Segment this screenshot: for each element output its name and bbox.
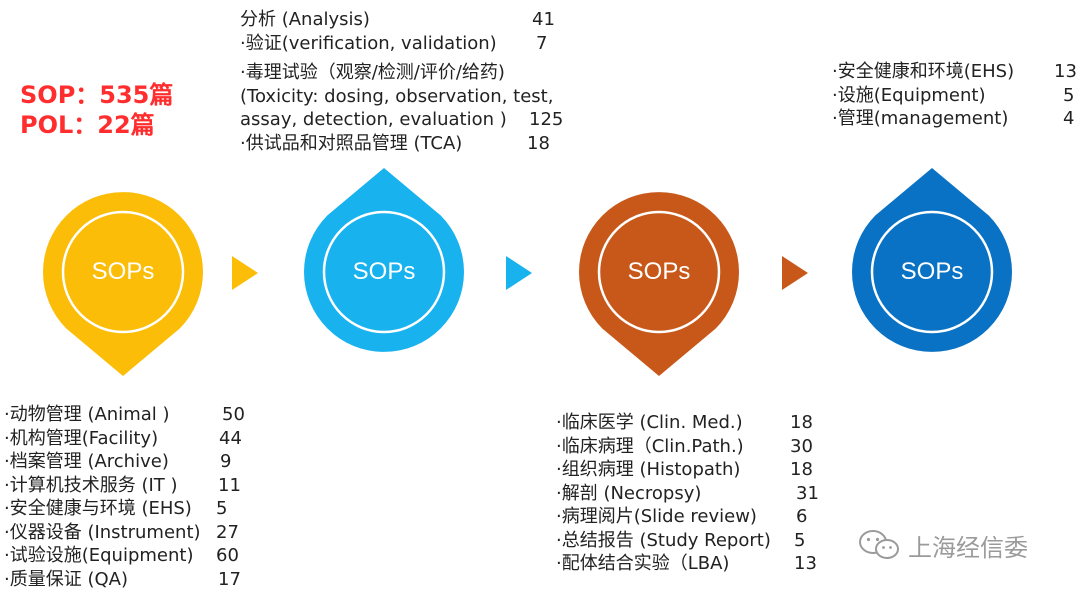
item-count: 31 (796, 482, 819, 504)
item-label: ·试验设施(Equipment) (4, 545, 194, 566)
list-item: ·安全健康和环境(EHS) 13 (832, 60, 1077, 84)
item-count: 6 (796, 506, 808, 527)
list-item: ·设施(Equipment) 5 (832, 84, 1074, 108)
bottom-list-facility: ·动物管理 (Animal ) 50 ·机构管理(Facility) 44 ·档案管… (4, 403, 245, 591)
item-label: assay, detection, evaluation ) (240, 109, 507, 130)
item-label: ·安全健康与环境 (EHS) (4, 498, 192, 519)
item-label: ·质量保证 (QA) (4, 568, 128, 590)
list-item: ·机构管理(Facility) 44 (4, 427, 242, 451)
item-label: ·计算机技术服务 (IT ) (4, 474, 178, 496)
watermark: 上海经信委 (858, 528, 1028, 562)
item-label: ·供试品和对照品管理 (TCA) (240, 132, 463, 154)
list-item: ·组织病理 (Histopath) 18 (556, 458, 813, 482)
item-count: 17 (218, 568, 241, 590)
list-item: ·临床医学 (Clin. Med.) 18 (556, 411, 813, 435)
list-item: (Toxicity: dosing, observation, test, (240, 85, 553, 109)
drop-shape (579, 192, 739, 376)
list-item: ·仪器设备 (Instrument) 27 (4, 521, 239, 545)
item-count: 9 (220, 451, 232, 472)
list-item: 分析 (Analysis) 41 (240, 8, 555, 32)
item-count: 4 (1063, 108, 1075, 129)
list-item: assay, detection, evaluation ) 125 (240, 108, 563, 132)
list-item: ·验证(verification, validation) 7 (240, 32, 553, 56)
list-item: ·配体结合实验（LBA) 13 (556, 552, 817, 576)
list-item: ·毒理试验（观察/检测/评价/给药) (240, 61, 553, 85)
arrow-right-icon (232, 256, 258, 290)
drop-label: SOPs (900, 258, 964, 285)
drop-label: SOPs (627, 258, 691, 285)
item-count: 5 (794, 529, 806, 551)
item-label: ·毒理试验（观察/检测/评价/给药) (240, 62, 505, 83)
item-label: (Toxicity: dosing, observation, test, (240, 85, 554, 107)
item-count: 27 (216, 521, 239, 543)
drop-label: SOPs (91, 258, 155, 285)
drop-shape (304, 168, 464, 352)
watermark-text: 上海经信委 (908, 533, 1028, 562)
item-label: ·动物管理 (Animal ) (4, 404, 170, 425)
sops-drop-cyan: SOPs (304, 168, 464, 376)
item-label: ·临床病理（Clin.Path.) (556, 435, 744, 457)
drop-shape (43, 192, 203, 376)
list-item: ·质量保证 (QA) 17 (4, 568, 241, 591)
arrow-right-icon (506, 256, 532, 290)
list-item: ·试验设施(Equipment) 60 (4, 544, 239, 568)
item-label: ·设施(Equipment) (832, 84, 986, 106)
item-count: 125 (529, 109, 564, 130)
item-label: ·总结报告 (Study Report) (556, 529, 771, 551)
bottom-list-pathology: ·临床医学 (Clin. Med.) 18 ·临床病理（Clin.Path.) 30… (556, 411, 819, 576)
item-label: ·临床医学 (Clin. Med.) (556, 412, 743, 433)
item-count: 30 (790, 435, 813, 457)
totals-summary: SOP：535篇 POL：22篇 (20, 80, 173, 140)
list-item: ·供试品和对照品管理 (TCA) 18 (240, 132, 553, 156)
list-item: ·动物管理 (Animal ) 50 (4, 403, 245, 427)
item-count: 60 (216, 545, 239, 566)
top-list-analysis: 分析 (Analysis) 41 ·验证(verification, valida… (240, 8, 563, 156)
item-label: ·管理(management) (832, 108, 1009, 129)
drop-shape (852, 168, 1012, 352)
item-count: 5 (216, 498, 228, 519)
item-label: ·档案管理 (Archive) (4, 451, 169, 472)
item-count: 13 (1054, 61, 1077, 82)
drop-label: SOPs (352, 258, 416, 285)
arrow-right-icon (782, 256, 808, 290)
top-list-management: ·安全健康和环境(EHS) 13 ·设施(Equipment) 5 ·管理(mana… (832, 60, 1077, 131)
sops-drop-yellow: SOPs (43, 168, 203, 376)
item-count: 50 (222, 404, 245, 425)
item-label: ·验证(verification, validation) (240, 32, 497, 54)
item-label: ·病理阅片(Slide review) (556, 506, 757, 527)
sops-drop-blue: SOPs (852, 168, 1012, 376)
list-item: ·安全健康与环境 (EHS) 5 (4, 497, 227, 521)
item-count: 13 (794, 553, 817, 574)
list-item: ·档案管理 (Archive) 9 (4, 450, 231, 474)
item-label: ·组织病理 (Histopath) (556, 459, 741, 480)
list-item: ·解剖 (Necropsy) 31 (556, 482, 819, 506)
item-count: 18 (527, 132, 550, 154)
item-count: 11 (218, 474, 241, 496)
list-item: ·病理阅片(Slide review) 6 (556, 505, 807, 529)
list-item: ·计算机技术服务 (IT ) 11 (4, 474, 241, 498)
item-count: 18 (790, 459, 813, 480)
item-label: 分析 (Analysis) (240, 9, 370, 30)
list-item: ·临床病理（Clin.Path.) 30 (556, 435, 813, 459)
item-label: ·机构管理(Facility) (4, 427, 159, 449)
sop-total: SOP：535篇 (20, 81, 174, 109)
item-label: ·安全健康和环境(EHS) (832, 61, 1015, 82)
item-count: 5 (1063, 84, 1075, 106)
item-label: ·配体结合实验（LBA) (556, 553, 730, 574)
item-count: 7 (536, 32, 548, 54)
item-count: 18 (790, 412, 813, 433)
pol-total: POL：22篇 (20, 111, 155, 139)
list-item: ·管理(management) 4 (832, 107, 1074, 131)
item-label: ·解剖 (Necropsy) (556, 482, 702, 504)
item-label: ·仪器设备 (Instrument) (4, 521, 201, 543)
item-count: 41 (532, 9, 555, 30)
list-item: ·总结报告 (Study Report) 5 (556, 529, 805, 553)
wechat-icon (859, 530, 899, 559)
sops-drop-orange: SOPs (579, 168, 739, 376)
item-count: 44 (219, 427, 242, 449)
